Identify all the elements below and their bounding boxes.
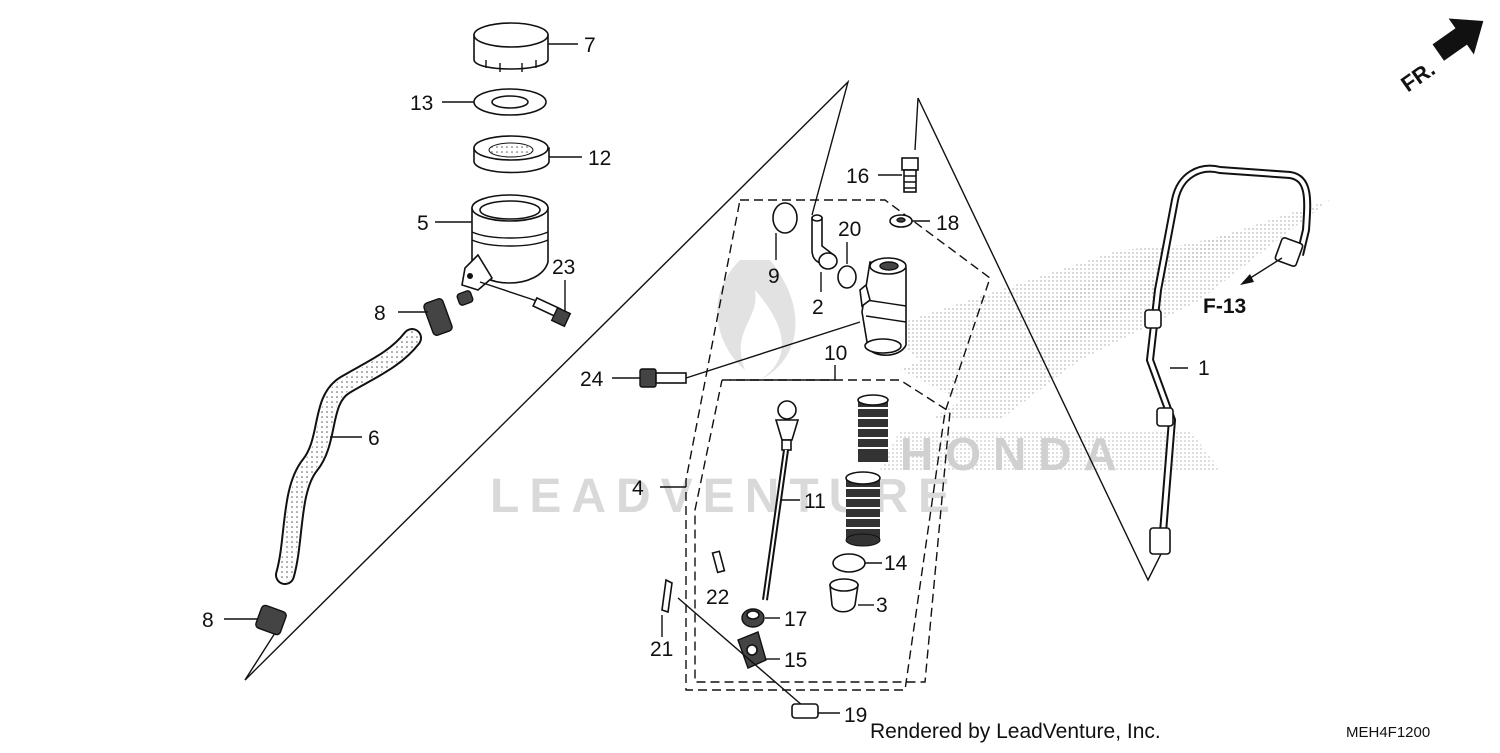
label-16: 16	[846, 165, 869, 188]
bleeder-bolt-16	[878, 157, 919, 193]
label-11: 11	[804, 490, 826, 513]
push-rod	[762, 400, 800, 601]
label-8-upper: 8	[374, 302, 386, 325]
cotter-pin-21	[661, 578, 673, 637]
circlip-14	[832, 553, 882, 573]
footer-credit: Rendered by LeadVenture, Inc.	[870, 720, 1161, 743]
front-label: FR.	[1396, 56, 1439, 97]
hose-clamp-lower	[224, 604, 287, 636]
front-direction-arrow	[1432, 18, 1484, 61]
label-14: 14	[884, 552, 908, 575]
hose-joint	[811, 214, 838, 292]
label-3: 3	[876, 594, 888, 617]
label-13: 13	[410, 92, 433, 115]
circlip-9	[772, 202, 798, 260]
label-2: 2	[812, 296, 824, 319]
label-23: 23	[552, 256, 575, 279]
diaphragm	[473, 135, 582, 174]
honda-wing-watermark: HONDA	[880, 200, 1330, 480]
hose-clamp-upper	[398, 298, 453, 336]
o-ring-20	[837, 242, 857, 289]
label-17: 17	[784, 608, 807, 631]
label-10: 10	[824, 342, 847, 365]
spring	[857, 394, 889, 462]
bolt-23	[532, 280, 572, 328]
reference-label: F-13	[1203, 295, 1246, 318]
pin-22	[711, 550, 726, 574]
label-6: 6	[368, 427, 380, 450]
label-24: 24	[580, 368, 604, 391]
bolt-24	[612, 321, 861, 388]
master-cylinder-body	[859, 257, 907, 356]
diagram-code: MEH4F1200	[1346, 724, 1430, 741]
flame-logo	[717, 260, 796, 380]
washer-18	[889, 214, 930, 228]
label-1: 1	[1198, 357, 1210, 380]
label-8-lower: 8	[202, 609, 214, 632]
brake-hose-pipe	[1144, 164, 1312, 555]
label-20: 20	[838, 218, 861, 241]
label-19: 19	[844, 704, 867, 727]
footer: Rendered by LeadVenture, Inc. MEH4F1200	[870, 720, 1430, 743]
boot-3	[829, 578, 874, 613]
joint-15	[677, 597, 811, 713]
piston	[845, 471, 881, 547]
reservoir-tank	[435, 194, 549, 306]
reference-arrow	[1240, 257, 1283, 285]
label-7: 7	[584, 34, 596, 57]
watermark-text: LEADVENTURE	[490, 470, 960, 523]
label-9: 9	[768, 265, 780, 288]
label-4: 4	[632, 477, 644, 500]
label-5: 5	[417, 212, 429, 235]
nut-17	[741, 608, 780, 628]
label-18: 18	[936, 212, 959, 235]
label-15: 15	[784, 649, 807, 672]
diaphragm-plate	[442, 88, 547, 116]
label-21: 21	[650, 638, 673, 661]
pin-19	[791, 703, 840, 719]
reservoir-cap	[473, 22, 578, 72]
master-cylinder-assembly-box	[660, 199, 991, 691]
reservoir-hose	[275, 328, 422, 585]
label-12: 12	[588, 147, 611, 170]
label-22: 22	[706, 586, 729, 609]
